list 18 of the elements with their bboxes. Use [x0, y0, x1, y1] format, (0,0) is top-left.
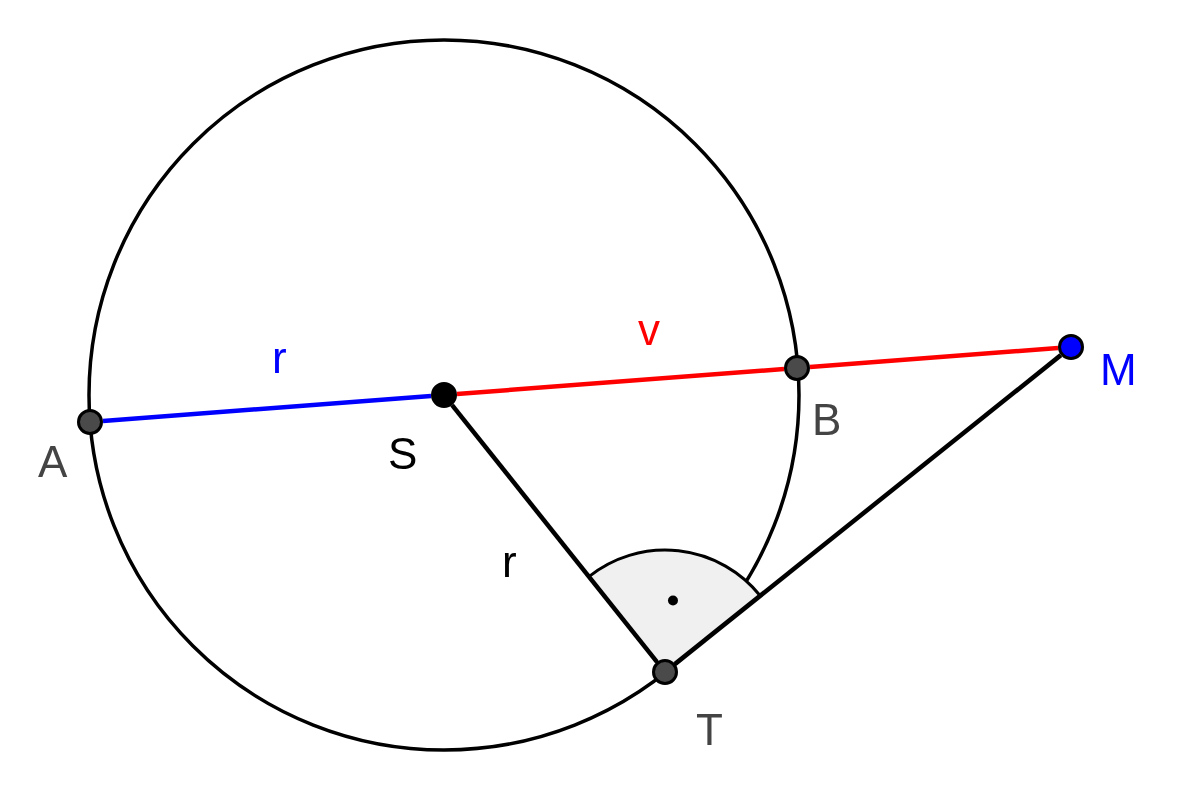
point-marker [431, 382, 457, 408]
edge-label: r [502, 540, 517, 584]
line-segment [673, 353, 1063, 666]
point-marker [77, 409, 103, 435]
edge-label: v [638, 308, 660, 352]
point-label: S [388, 432, 418, 476]
point-label: B [812, 398, 842, 442]
point-label: T [696, 708, 723, 752]
point-marker [784, 355, 810, 381]
point-marker [652, 659, 678, 685]
line-segment [450, 403, 659, 664]
line-segment [102, 393, 432, 424]
line-segment [456, 366, 785, 397]
point-marker [1058, 334, 1084, 360]
point-label: A [38, 440, 68, 484]
edge-label: r [272, 336, 287, 380]
point-label: M [1100, 348, 1137, 392]
line-segment [809, 345, 1059, 370]
